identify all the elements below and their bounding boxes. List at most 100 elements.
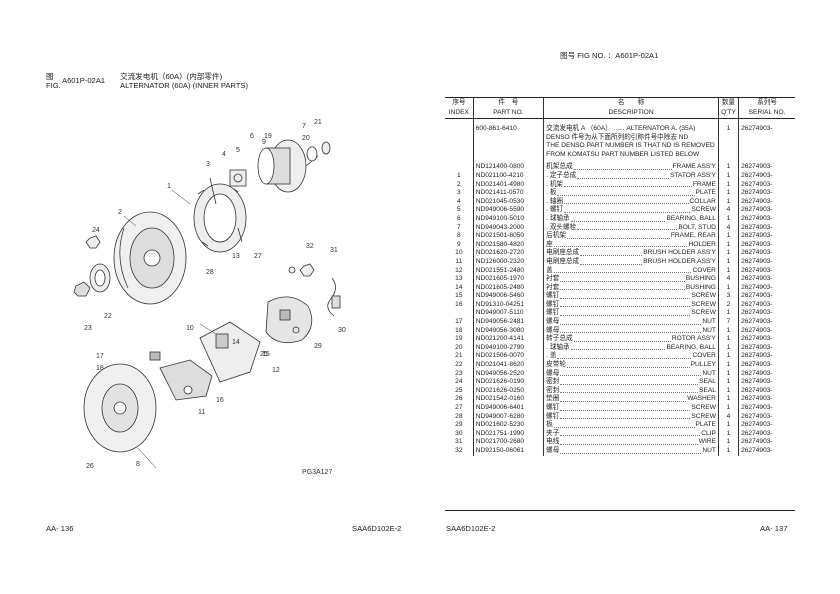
row-serial: 26274903- (738, 309, 795, 319)
diagram-code: PG3A127 (302, 469, 332, 476)
fig-label-cn: 图 (46, 72, 54, 81)
row-index: 25 (455, 386, 463, 394)
row-index: 10 (455, 249, 463, 257)
row-qty: 1 (717, 378, 739, 387)
row-index: 19 (455, 335, 463, 343)
leader-dots (560, 327, 702, 334)
leader-dots (570, 215, 666, 222)
leader-dots (564, 206, 691, 213)
row-desc-en: PULLEY (690, 361, 716, 369)
leader-dots (553, 241, 688, 248)
row-desc-en: STATOR ASS'Y (669, 171, 716, 179)
row-desc-en: NUT (702, 446, 716, 454)
row-qty: 3 (717, 292, 739, 301)
row-index: 15 (455, 292, 463, 300)
row-desc-cn: 密封 (546, 386, 560, 394)
row-index: 9 (457, 240, 461, 248)
row-desc-cn: . 球轴承 (546, 214, 570, 222)
leader-dots (557, 189, 695, 196)
leader-dots (580, 258, 643, 265)
callout-22: 22 (104, 313, 112, 320)
row-index: 23 (455, 369, 463, 377)
row-desc-en: NUT (702, 318, 716, 326)
row-qty: 1 (717, 404, 739, 413)
table-header-en: INDEX PART NO. DESCRIPTION Q'TY SERIAL N… (445, 108, 795, 119)
row-index: 1 (457, 171, 461, 179)
row-qty: 1 (717, 335, 739, 344)
row-part-no: ND949007-6280 (472, 412, 544, 422)
row-index: 32 (455, 446, 463, 454)
row-qty: 1 (717, 326, 739, 336)
row-serial: 26274903- (738, 163, 795, 172)
row-desc-cn: . 轴圈 (546, 197, 564, 205)
row-index: 6 (457, 214, 461, 222)
header-serial-en: SERIAL NO. (738, 108, 795, 119)
row-desc-en: BOLT, STUD (678, 223, 716, 231)
row-part-no: ND949043-2000 (472, 223, 544, 233)
header-part-cn: 件 号 (472, 97, 544, 108)
row-desc-cn: 皮带轮 (546, 361, 566, 369)
row-index: 20 (455, 343, 463, 351)
header-qty-cn: 数量 (717, 97, 739, 108)
row-desc-cn: 电刷座总成 (546, 257, 580, 265)
callout-18: 18 (96, 365, 104, 372)
row-serial: 26274903- (738, 171, 795, 181)
row-desc-cn: 转子总成 (546, 335, 573, 343)
row-qty: 1 (717, 429, 739, 439)
row-qty: 4 (717, 223, 739, 233)
row-index (445, 309, 473, 318)
callout-1: 1 (167, 183, 171, 190)
figure-header: 图 FIG. A601P-02A1 交流发电机（60A）(内部零件) ALTER… (46, 72, 248, 90)
row-desc-cn: 密封 (546, 378, 560, 386)
row-part-no: ND021626-0190 (472, 378, 544, 387)
row-part-no: ND949007-5110 (472, 309, 544, 319)
callout-32: 32 (306, 243, 314, 250)
row-qty: 1 (717, 352, 739, 362)
row-desc-en: FRAME, REAR (670, 232, 716, 240)
rotor-drawing (257, 139, 331, 193)
brush-holder-drawing (149, 321, 261, 401)
row-part-no: ND021041-8620 (472, 361, 544, 370)
callout-13: 13 (232, 253, 240, 260)
assembly-description: 交流发电机 A （60A） ...... ALTERNATOR A. (35A)… (543, 118, 719, 164)
row-serial: 26274903- (738, 378, 795, 387)
row-qty: 1 (717, 189, 739, 198)
table-row: 600-861-6410 交流发电机 A （60A） ...... ALTERN… (445, 118, 795, 164)
callout-7: 7 (302, 123, 306, 130)
header-qty-en: Q'TY (717, 108, 739, 119)
assembly-line: DENSO 件号为从下面所列的引称件号中除去 ND (546, 133, 689, 141)
row-serial: 26274903- (738, 352, 795, 362)
row-qty: 1 (717, 180, 739, 190)
row-index: 13 (455, 275, 463, 283)
row-part-no: ND021580-4820 (472, 240, 544, 250)
row-index: 17 (455, 318, 463, 326)
row-desc-cn: 衬套 (546, 275, 560, 283)
row-qty: 1 (717, 249, 739, 258)
leader-dots (560, 292, 691, 299)
row-qty: 1 (717, 232, 739, 241)
row-desc-en: NUT (702, 326, 716, 334)
leader-dots (560, 301, 691, 308)
row-serial: 26274903- (738, 249, 795, 258)
row-index: 21 (455, 352, 463, 360)
row-desc-cn: . 螺钉 (546, 206, 564, 214)
callout-4: 4 (222, 151, 226, 158)
leader-dots (560, 430, 701, 437)
row-desc-en: BEARING, BALL (666, 214, 716, 222)
row-part-no: ND949006-6401 (472, 404, 544, 413)
